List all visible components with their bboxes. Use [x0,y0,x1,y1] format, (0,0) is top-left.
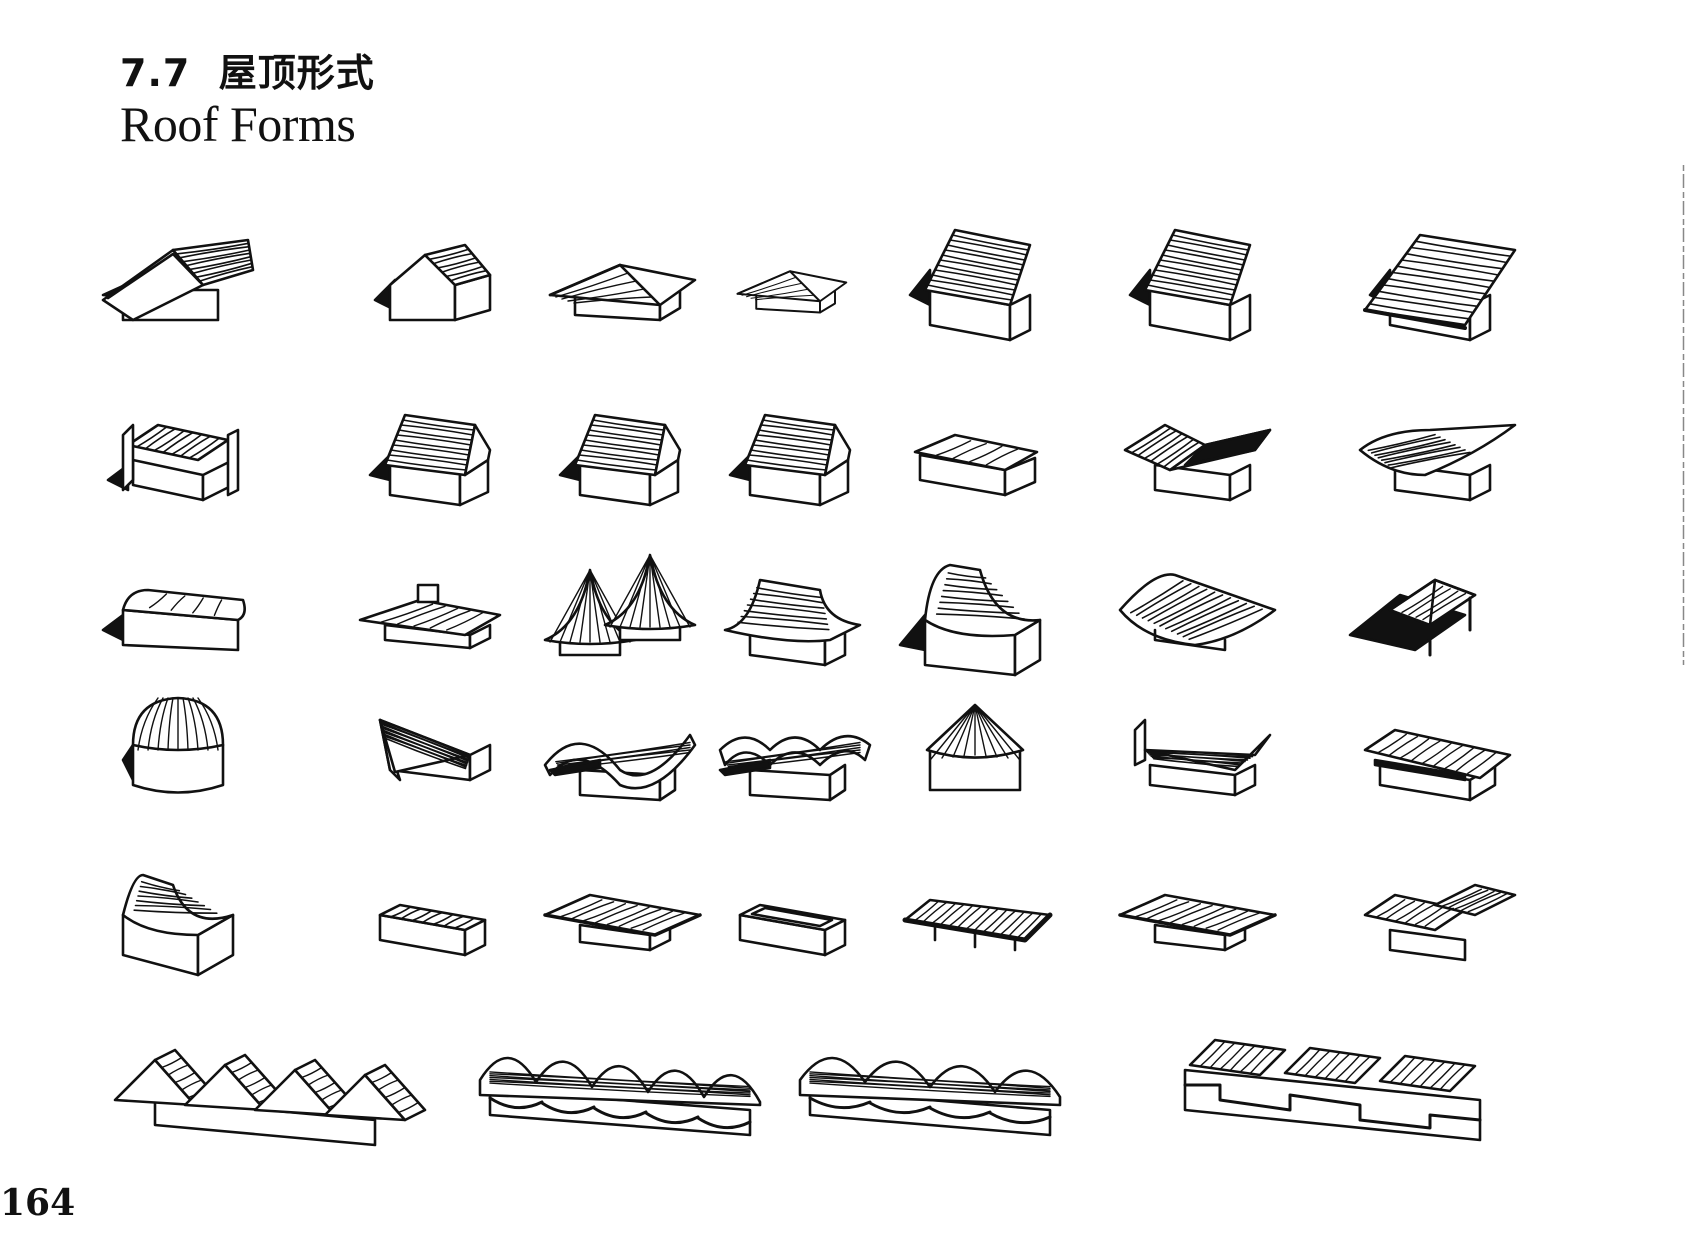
roof-form-curved-hip [723,578,862,667]
roof-form-sawtooth [113,1048,427,1147]
roof-form-flat-tray [738,903,847,957]
roof-form-double-wave [718,734,872,802]
roof-form-gable-open [101,238,255,322]
roof-form-flat-parapet [913,433,1039,497]
roof-form-dome [121,696,225,794]
page-edge-mark [1682,165,1685,665]
roof-form-twin-tent [543,553,697,657]
roof-form-flat-overhang [543,893,702,952]
roof-form-hip-flat [548,263,697,322]
roof-form-butterfly [1123,423,1272,502]
roof-form-flat-ribbed [378,903,487,957]
roof-form-wave [543,733,697,802]
section-number: 7.7 [120,51,191,95]
roof-form-half-hip-tiled [728,413,852,507]
roof-form-concave-shed [898,563,1042,677]
roof-form-multi-vault [478,1056,762,1137]
section-heading: 7.7 屋顶形式 Roof Forms [120,50,375,152]
roof-form-flat-eaves [1363,728,1512,802]
roof-form-cone [925,703,1025,792]
roof-form-mono-slope-wedge [378,718,492,782]
roof-form-multi-barrel [798,1056,1062,1137]
page-number: 164 [0,1182,76,1224]
roof-form-gable-tiled [558,413,682,507]
roof-form-pyramid-pavilion [1348,578,1477,657]
section-title-cn: 屋顶形式 [218,51,375,95]
roof-form-valley-concave [121,873,235,977]
section-title-en: Roof Forms [120,96,356,152]
roof-form-gable-parapet [106,423,240,502]
section-number-title: 7.7 屋顶形式 [120,50,375,96]
roof-form-stepped-flat [1363,883,1517,962]
roof-form-half-hip [368,413,492,507]
roof-form-stepped-monitor [1183,1038,1482,1142]
roof-form-mono-pitch-steep [1128,228,1252,342]
roof-form-curved-concave [1358,423,1517,502]
roof-form-low-hip [1118,893,1277,952]
roof-form-gable [373,243,492,322]
roof-form-hip-small [736,270,848,314]
roof-form-barrel-vault [101,588,246,652]
roof-form-curved-saddle [1118,573,1277,652]
roof-form-mono-pitch [908,228,1032,342]
roof-form-flat-slatted [902,898,1053,952]
roof-form-mono-pitch-overhang [1363,233,1517,342]
roof-form-hip-lantern [358,583,502,650]
roof-form-inverted-butterfly [1133,718,1272,797]
